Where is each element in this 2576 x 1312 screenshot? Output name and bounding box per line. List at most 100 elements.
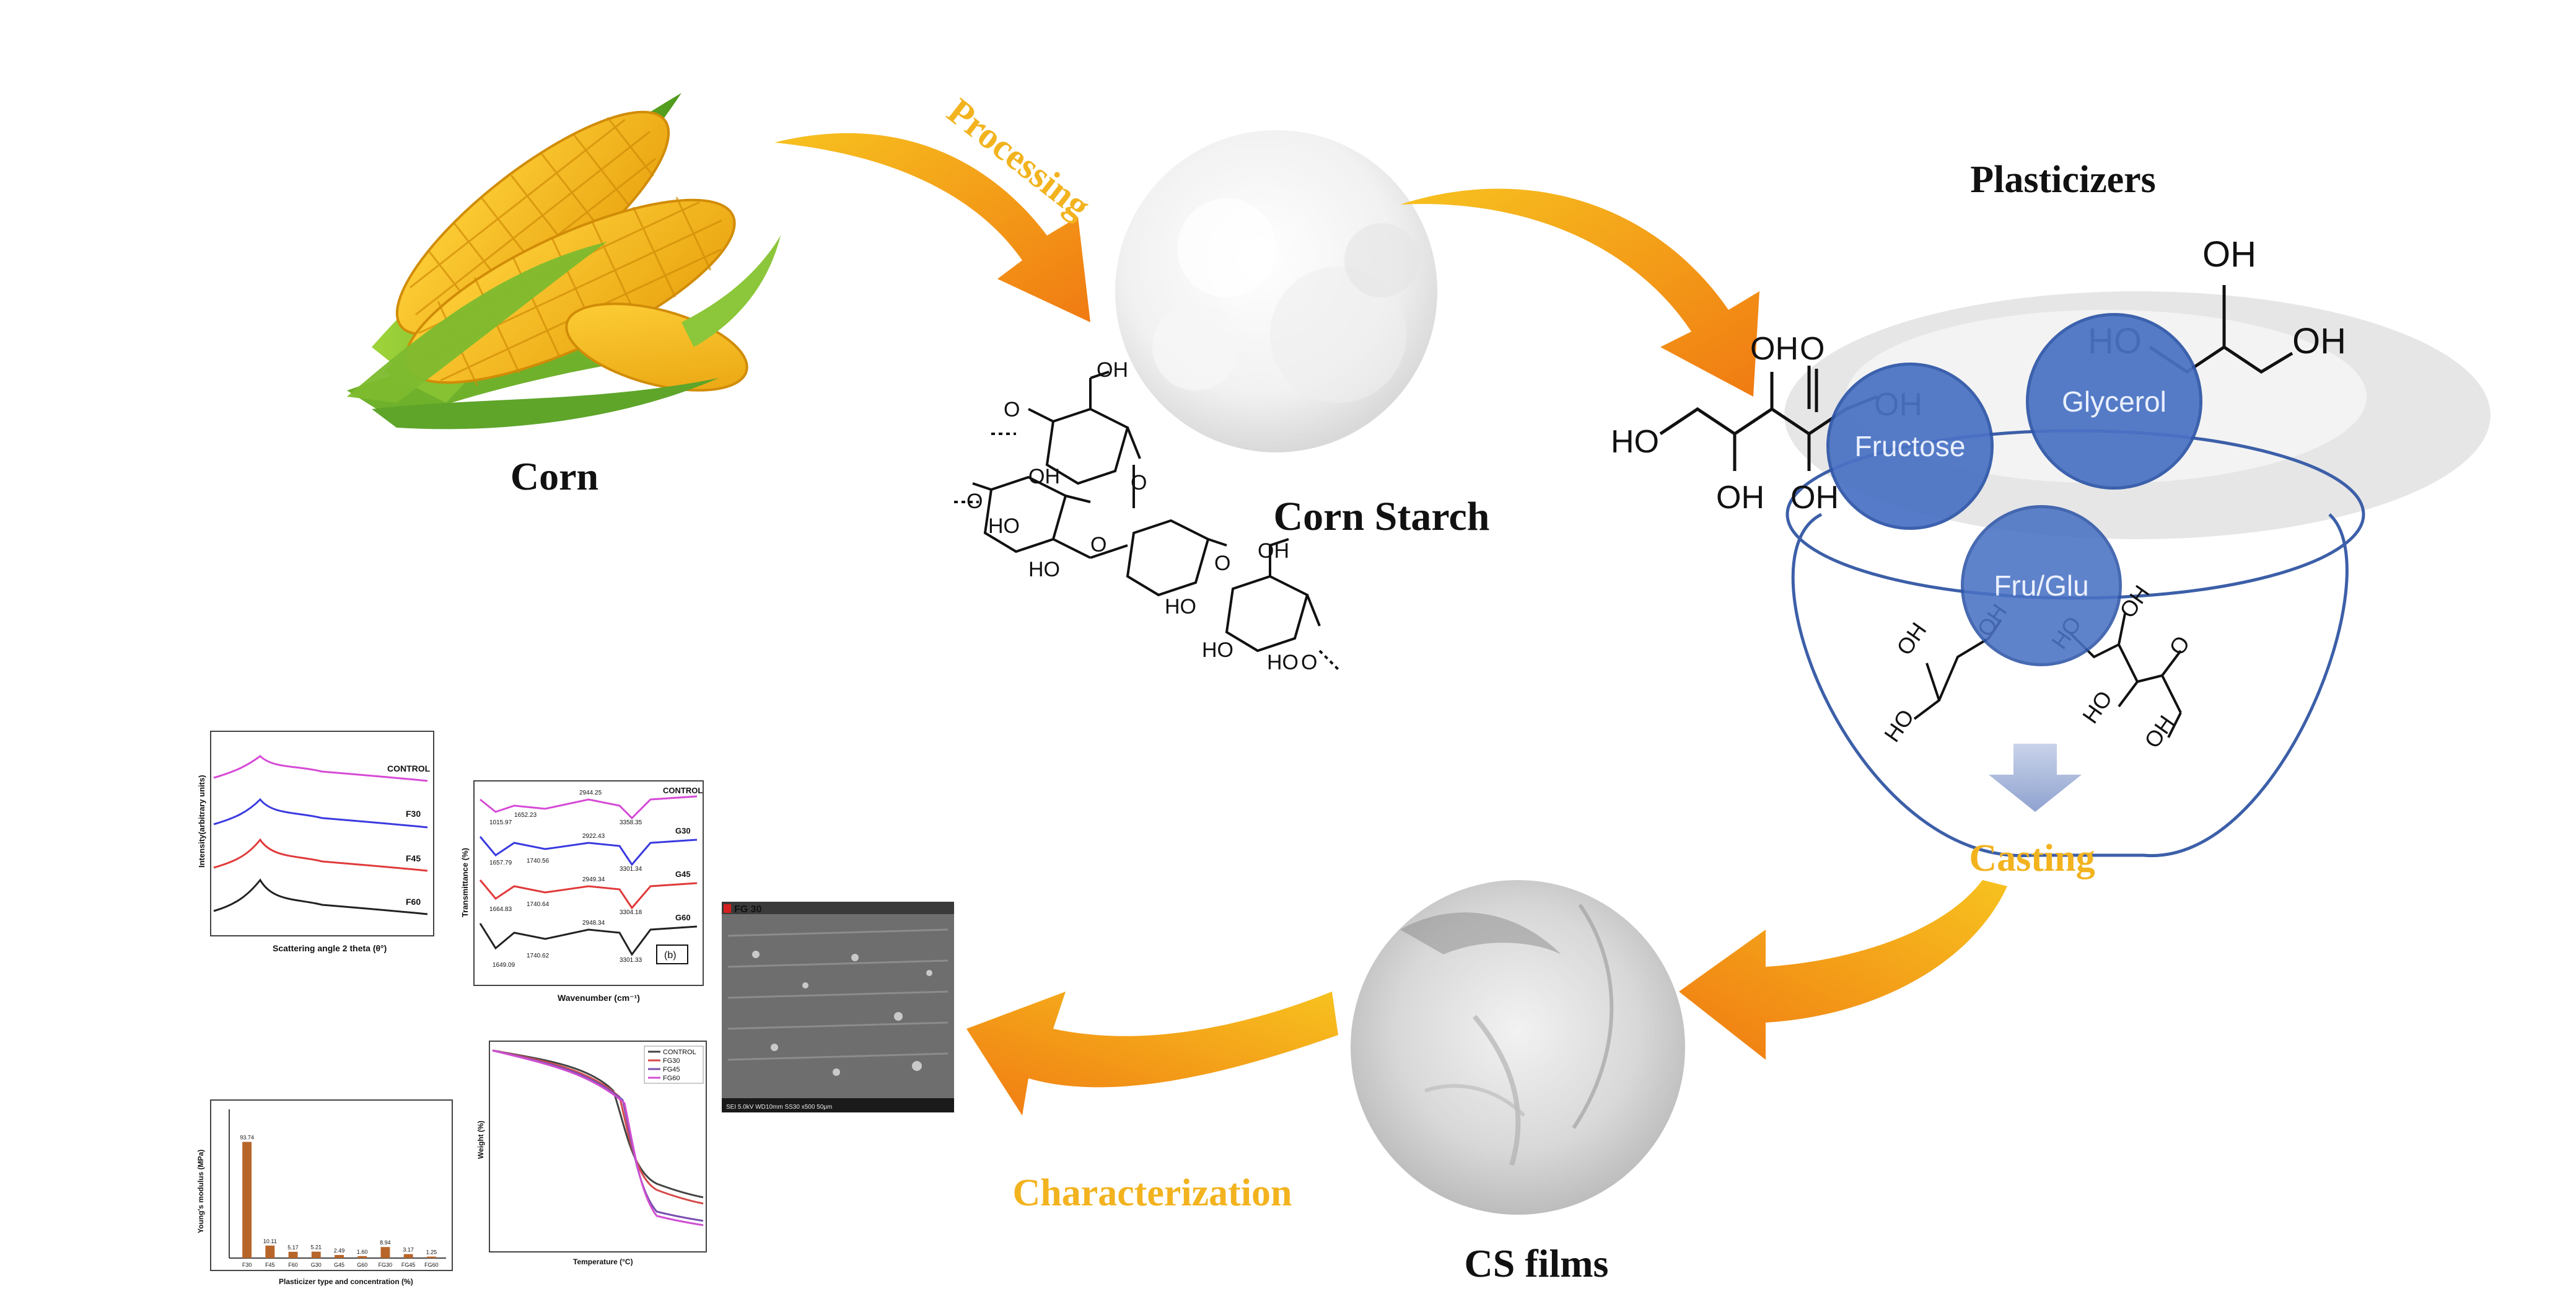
corn-starch-label: Corn Starch	[1274, 494, 1490, 539]
tga-panel: CONTROL FG30 FG45 FG60 Weight (%) Temper…	[476, 1041, 707, 1266]
modulus-data-label: 1.25	[426, 1249, 437, 1256]
xrd-legend-3: F60	[406, 897, 421, 907]
cs-films-image	[1351, 880, 1685, 1215]
mix-oh-1: OH	[1891, 618, 1932, 660]
fru-glu-bubble: Fru/Glu	[1961, 505, 2122, 666]
starch-o-3: O	[966, 490, 983, 513]
fructose-o: O	[1800, 331, 1825, 367]
modulus-data-label: 2.49	[334, 1248, 345, 1254]
ftir-peak-15: 1649.09	[493, 962, 515, 969]
ftir-peak-8: 2949.34	[582, 876, 605, 883]
fru-glu-bubble-label: Fru/Glu	[1994, 570, 2089, 602]
modulus-data-label: 3.17	[403, 1247, 414, 1253]
mix-ho-1: HO	[1879, 705, 1919, 747]
starch-structure	[954, 371, 1339, 671]
xrd-xlabel: Scattering angle 2 theta (θ°)	[273, 943, 387, 953]
ftir-legend-0: CONTROL	[663, 786, 703, 795]
starch-ho-2: HO	[1028, 558, 1060, 581]
starch-ho-1: HO	[988, 514, 1020, 538]
starch-o-6: O	[1301, 651, 1317, 674]
modulus-panel: 93.74F3010.11F455.17F605.21G302.49G451.6…	[196, 1099, 453, 1286]
cs-films-label: CS films	[1465, 1241, 1609, 1285]
plasticizers-label: Plasticizers	[1970, 159, 2156, 201]
casting-label: Casting	[1969, 837, 2095, 879]
ftir-peak-11: 1664.83	[489, 906, 512, 913]
modulus-category-label: F45	[265, 1262, 275, 1268]
mix-ho-3: HO	[2077, 686, 2118, 728]
modulus-data-label: 10.11	[263, 1238, 277, 1244]
xrd-legend-1: F30	[406, 809, 421, 819]
modulus-bars: 93.74F3010.11F455.17F605.21G302.49G451.6…	[240, 1135, 438, 1268]
modulus-bar-fg30	[380, 1247, 390, 1258]
arrow-processing	[774, 133, 1090, 322]
arrow-casting	[1679, 880, 2007, 1060]
glycerol-oh-right: OH	[2292, 321, 2346, 361]
ftir-peak-6: 3301.34	[620, 866, 642, 873]
modulus-category-label: G60	[357, 1262, 367, 1268]
corn-starch-image	[1115, 130, 1437, 452]
tga-legend-1: FG30	[663, 1057, 680, 1065]
ftir-peak-13: 3301.33	[620, 957, 642, 964]
fructose-ho-1: HO	[1611, 424, 1659, 460]
tga-ylabel: Weight (%)	[476, 1120, 485, 1159]
corn-image	[347, 93, 781, 429]
funnel-down-arrow	[1989, 744, 2082, 812]
modulus-bar-fg45	[403, 1254, 413, 1258]
modulus-category-label: F30	[242, 1262, 252, 1268]
starch-o-1: O	[1004, 398, 1020, 421]
modulus-bar-f30	[242, 1142, 252, 1258]
modulus-data-label: 5.17	[287, 1244, 299, 1251]
tga-legend-2: FG45	[663, 1066, 680, 1073]
starch-oh-1: OH	[1097, 358, 1128, 382]
xrd-panel: CONTROL F30 F45 F60 Intensity(arbitrary …	[197, 731, 434, 953]
ftir-legend-3: G60	[675, 913, 691, 922]
ftir-peak-2: 1652.23	[514, 812, 537, 819]
tga-legend-0: CONTROL	[663, 1049, 696, 1056]
ftir-peak-1: 3358.35	[620, 819, 642, 826]
ftir-peak-5: 1740.56	[527, 858, 550, 865]
modulus-bar-g30	[311, 1251, 321, 1258]
starch-ho-3: HO	[1165, 595, 1196, 619]
ftir-peak-3: 1015.97	[489, 819, 512, 826]
starch-ho-4: HO	[1202, 638, 1233, 662]
ftir-peak-10: 1740.64	[527, 901, 550, 908]
ftir-panel-tag: (b)	[664, 950, 677, 961]
modulus-category-label: G30	[311, 1262, 322, 1268]
ftir-legend-2: G45	[675, 870, 691, 879]
fructose-bubble: Fructose	[1826, 363, 1994, 530]
starch-o-4: O	[1090, 533, 1106, 557]
ftir-peak-7: 1657.79	[489, 860, 512, 866]
modulus-data-label: 8.94	[380, 1239, 391, 1246]
tga-legend-3: FG60	[663, 1075, 680, 1082]
ftir-legend-1: G30	[675, 826, 691, 835]
starch-o-5: O	[1214, 552, 1230, 575]
modulus-data-label: 5.21	[311, 1244, 322, 1251]
sem-panel: SEI 5.0kV WD10mm SS30 x500 50μm FG 30	[722, 902, 954, 1112]
ftir-ylabel: Transmittance (%)	[460, 848, 470, 917]
modulus-category-label: F60	[288, 1262, 298, 1268]
modulus-bar-fg60	[426, 1256, 436, 1258]
corn-label: Corn	[510, 454, 598, 498]
fructose-oh-3: OH	[1790, 480, 1839, 516]
modulus-bar-f60	[288, 1251, 298, 1258]
starch-oh-2: OH	[1028, 465, 1060, 488]
ftir-xlabel: Wavenumber (cm⁻¹)	[558, 993, 640, 1003]
modulus-xlabel: Plasticizer type and concentration (%)	[279, 1277, 413, 1286]
glycerol-bubble-label: Glycerol	[2062, 385, 2166, 418]
modulus-category-label: G45	[334, 1262, 344, 1268]
starch-oh-3: OH	[1258, 539, 1289, 563]
modulus-bar-g45	[335, 1255, 344, 1258]
mix-o: O	[2164, 631, 2195, 659]
ftir-peak-12: 2948.34	[582, 920, 605, 927]
arrow-characterization	[966, 992, 1338, 1116]
glycerol-oh-top: OH	[2202, 234, 2256, 275]
tga-xlabel: Temperature (°C)	[573, 1257, 633, 1266]
starch-ho-5: HO	[1267, 651, 1299, 674]
ftir-peak-9: 3304.18	[620, 909, 642, 916]
xrd-legend-2: F45	[406, 853, 421, 863]
arrow-to-plasticizers	[1400, 188, 1759, 397]
ftir-peak-14: 1740.62	[527, 953, 550, 959]
modulus-category-label: FG30	[379, 1262, 393, 1268]
modulus-category-label: FG45	[401, 1262, 416, 1268]
